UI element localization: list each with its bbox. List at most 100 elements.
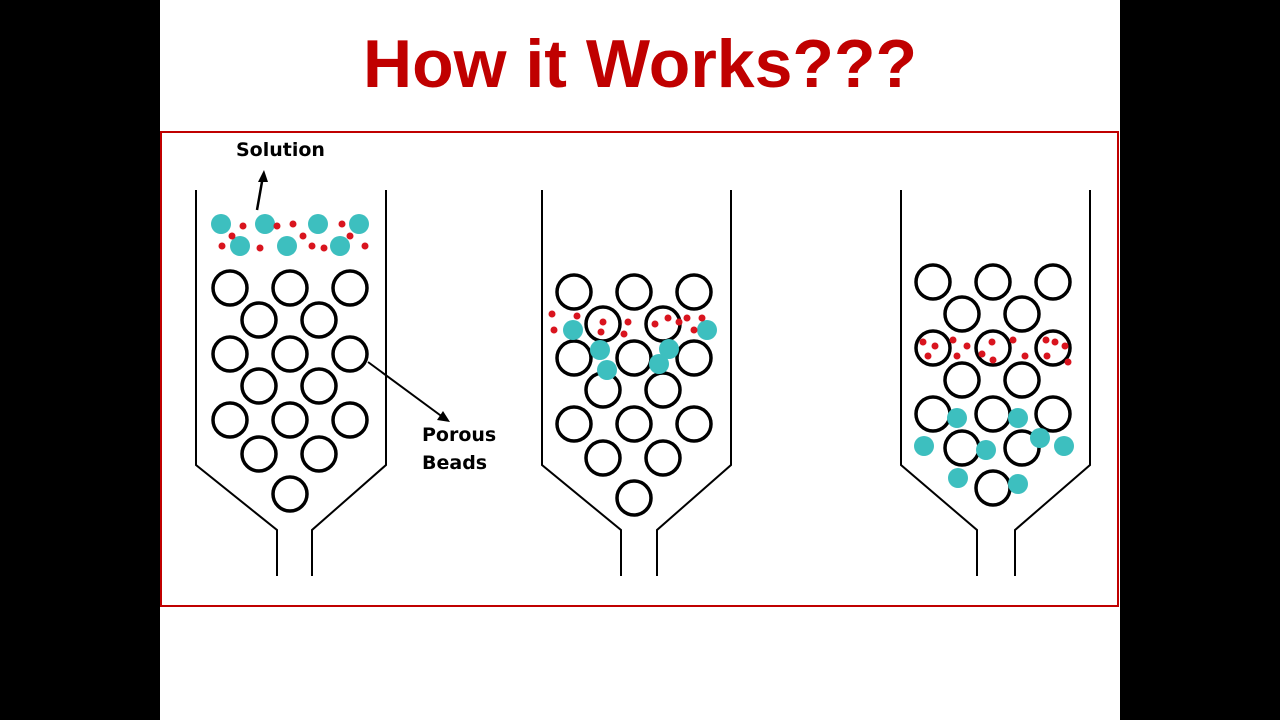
porous-bead	[300, 435, 338, 473]
small-molecule	[239, 222, 247, 230]
porous-bead	[555, 405, 593, 443]
porous-bead	[300, 367, 338, 405]
small-molecule	[1064, 358, 1072, 366]
porous-beads-label-line1: Porous	[422, 424, 496, 446]
small-molecule	[599, 318, 607, 326]
small-molecules	[218, 220, 1072, 366]
large-molecule	[255, 214, 275, 234]
porous-bead	[675, 339, 713, 377]
large-molecules	[211, 214, 1074, 494]
large-molecule	[947, 408, 967, 428]
porous-bead	[1003, 361, 1041, 399]
porous-bead	[1034, 329, 1072, 367]
small-molecule	[361, 242, 369, 250]
small-molecule	[963, 342, 971, 350]
small-molecule	[228, 232, 236, 240]
large-molecule	[948, 468, 968, 488]
small-molecule	[624, 318, 632, 326]
slide-title: How it Works???	[362, 26, 918, 102]
porous-bead	[1003, 295, 1041, 333]
porous-bead	[615, 273, 653, 311]
small-molecule	[338, 220, 346, 228]
small-molecule	[346, 232, 354, 240]
large-molecule	[590, 340, 610, 360]
column-3-outline	[900, 190, 1091, 576]
porous-bead	[555, 273, 593, 311]
porous-bead	[211, 269, 249, 307]
porous-bead	[240, 301, 278, 339]
porous-bead	[271, 401, 309, 439]
porous-bead	[1034, 263, 1072, 301]
small-molecule	[256, 244, 264, 252]
small-molecule	[573, 312, 581, 320]
porous-bead	[974, 469, 1012, 507]
porous-bead	[675, 405, 713, 443]
small-molecule	[989, 356, 997, 364]
porous-bead	[211, 401, 249, 439]
column-1	[195, 190, 387, 576]
porous-bead	[644, 439, 682, 477]
large-molecule	[914, 436, 934, 456]
porous-bead	[644, 305, 682, 343]
slide: How it Works??? Solution Porous	[160, 0, 1120, 720]
porous-bead	[675, 273, 713, 311]
porous-bead	[943, 361, 981, 399]
small-molecule	[651, 320, 659, 328]
small-molecule	[620, 330, 628, 338]
column-2-outline	[541, 190, 732, 576]
small-molecule	[675, 318, 683, 326]
porous-bead	[615, 479, 653, 517]
large-molecule	[697, 320, 717, 340]
large-molecule	[649, 354, 669, 374]
small-molecule	[931, 342, 939, 350]
porous-bead	[211, 335, 249, 373]
porous-bead	[943, 295, 981, 333]
small-molecule	[320, 244, 328, 252]
column-2	[541, 190, 732, 576]
small-molecule	[299, 232, 307, 240]
small-molecule	[988, 338, 996, 346]
porous-bead	[914, 395, 952, 433]
porous-bead	[615, 405, 653, 443]
solution-arrow	[255, 170, 268, 211]
porous-beads	[211, 263, 1072, 517]
large-molecule	[597, 360, 617, 380]
large-molecule	[230, 236, 250, 256]
small-molecule	[949, 336, 957, 344]
porous-bead	[943, 429, 981, 467]
porous-bead	[300, 301, 338, 339]
small-molecule	[698, 314, 706, 322]
porous-bead	[1034, 395, 1072, 433]
porous-bead	[914, 329, 952, 367]
porous-bead	[331, 335, 369, 373]
column-3	[900, 190, 1091, 576]
porous-bead	[914, 263, 952, 301]
porous-bead	[240, 435, 278, 473]
large-molecule	[330, 236, 350, 256]
large-molecule	[1008, 408, 1028, 428]
small-molecule	[924, 352, 932, 360]
small-molecule	[218, 242, 226, 250]
porous-bead	[240, 367, 278, 405]
small-molecule	[548, 310, 556, 318]
porous-bead	[1003, 429, 1041, 467]
porous-bead	[555, 339, 593, 377]
large-molecule	[976, 440, 996, 460]
porous-bead	[974, 329, 1012, 367]
porous-bead	[974, 395, 1012, 433]
porous-bead	[584, 439, 622, 477]
porous-bead	[644, 371, 682, 409]
large-molecule	[659, 339, 679, 359]
diagram-canvas: Solution Porous Beads	[160, 131, 1119, 607]
porous-bead	[271, 335, 309, 373]
small-molecule	[1051, 338, 1059, 346]
large-molecule	[277, 236, 297, 256]
large-molecule	[1054, 436, 1074, 456]
porous-beads-arrow	[367, 361, 450, 422]
large-molecule	[563, 320, 583, 340]
porous-bead	[615, 339, 653, 377]
small-molecule	[1043, 352, 1051, 360]
small-molecule	[683, 314, 691, 322]
porous-bead	[331, 269, 369, 307]
large-molecule	[349, 214, 369, 234]
